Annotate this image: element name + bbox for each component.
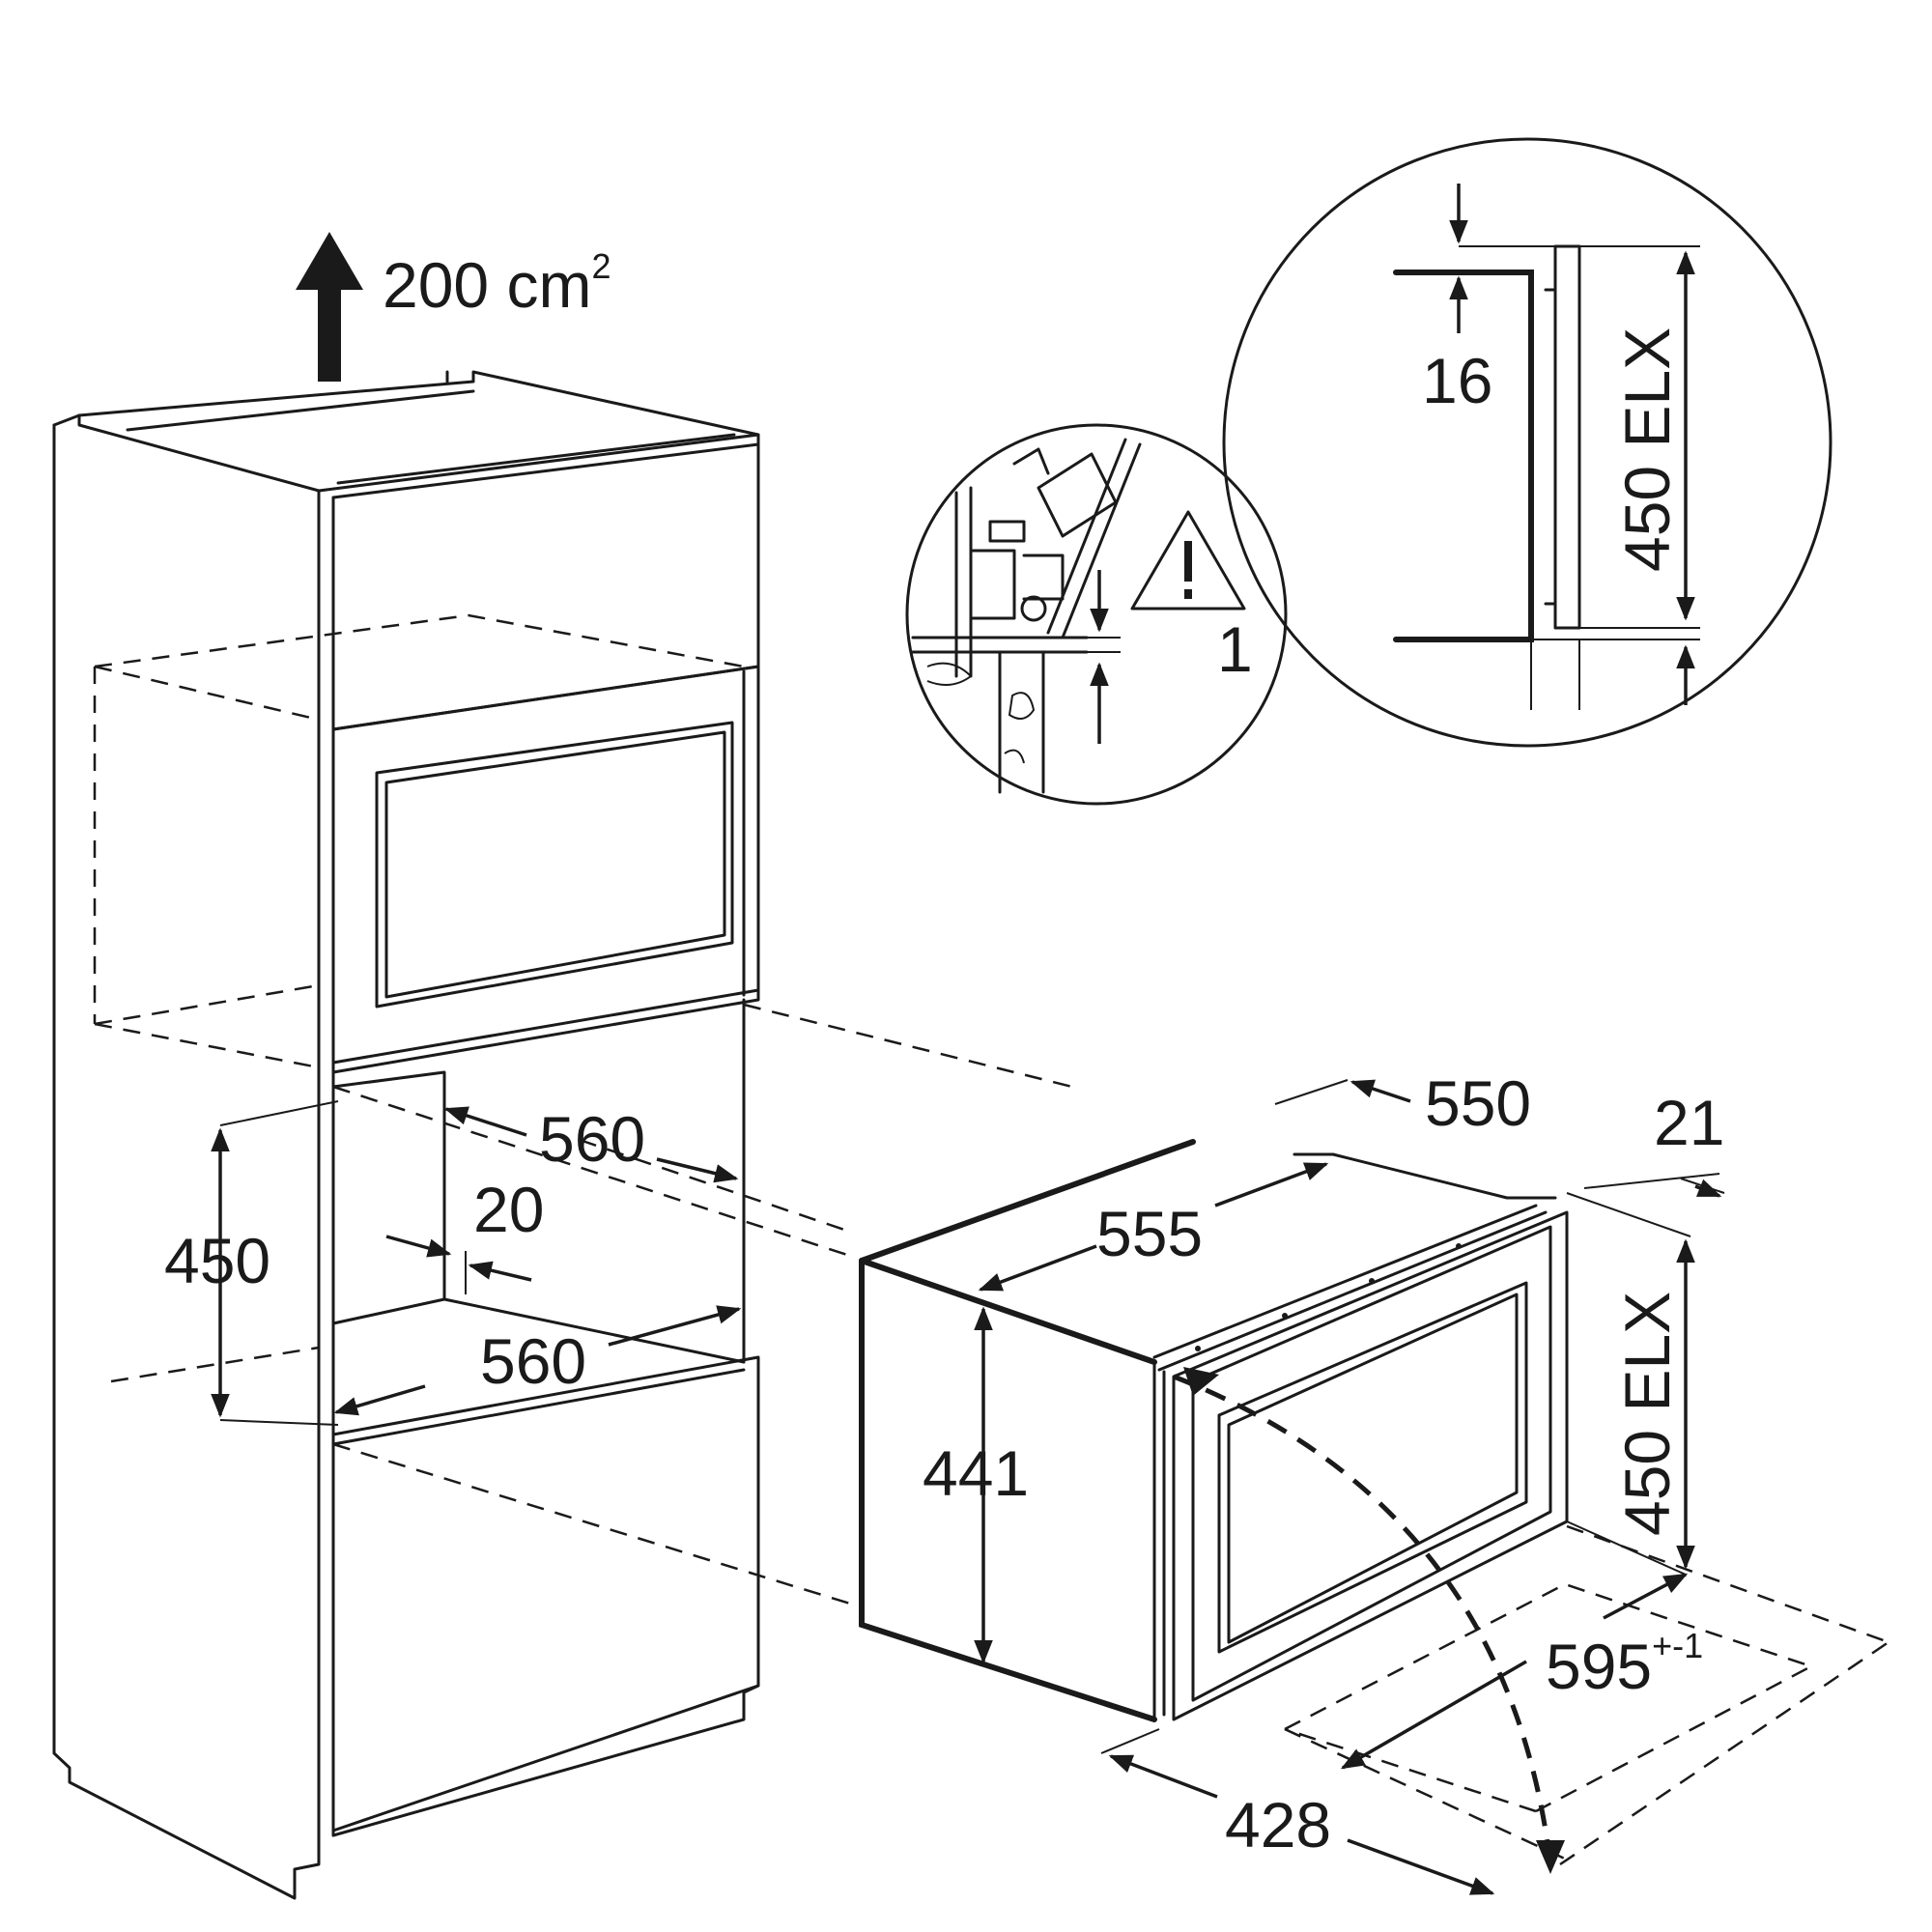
niche-gap-label: 20 (473, 1174, 544, 1245)
vent-arrow-icon (296, 232, 363, 382)
tall-cabinet (52, 370, 760, 1900)
niche-width-top-label: 560 (539, 1103, 645, 1175)
offset-top-label: 21 (1654, 1087, 1724, 1158)
fixing-height-label: 450 ELX (1611, 327, 1683, 572)
warning-detail (905, 423, 1288, 806)
floor-guides (1284, 1173, 1889, 1866)
unit-depth-label: 555 (1096, 1198, 1203, 1269)
niche-guides (93, 613, 1073, 1605)
niche-dimensions (211, 1100, 742, 1426)
fixing-gap-label: 16 (1422, 345, 1492, 416)
vent-label: 200 cm2 (383, 246, 611, 321)
niche-height-label: 450 (164, 1225, 270, 1296)
oven-unit (859, 1139, 1569, 1874)
front-height-label: 450 ELX (1611, 1292, 1683, 1536)
front-width-label: 595+-1 (1546, 1626, 1703, 1702)
niche-width-bottom-label: 560 (480, 1325, 586, 1397)
unit-width-label: 428 (1225, 1789, 1331, 1861)
fixing-detail (1222, 137, 1833, 748)
unit-height-label: 441 (923, 1437, 1029, 1509)
depth-top-label: 550 (1425, 1067, 1531, 1139)
warning-label: 1 (1217, 613, 1253, 685)
oven-dimensions (974, 1079, 1725, 1895)
